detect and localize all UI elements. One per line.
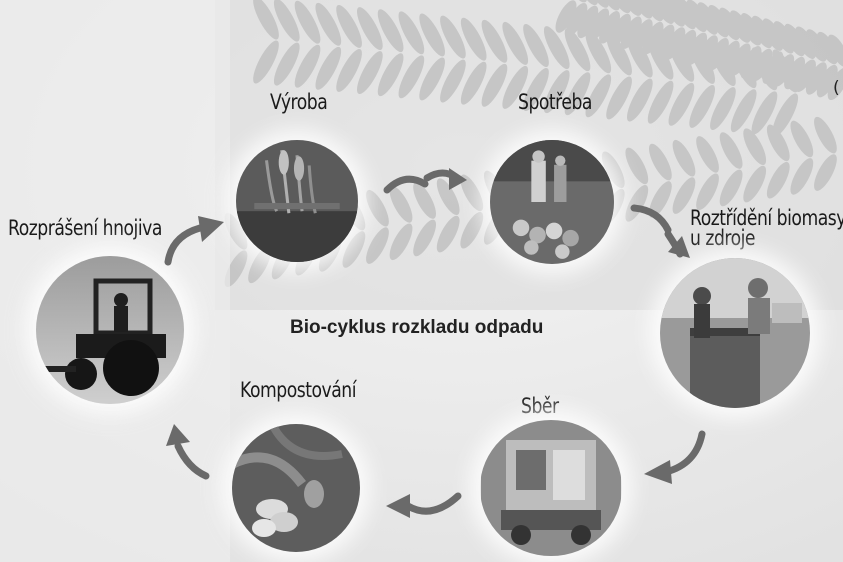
node-label-spotreba: Spotřeba bbox=[518, 92, 592, 113]
composting-photo bbox=[232, 424, 360, 552]
collection-photo bbox=[480, 420, 622, 556]
arrow-spotreba-to-roztrideni-icon bbox=[628, 200, 698, 270]
arrow-sber-to-kompostovani-icon bbox=[380, 484, 464, 526]
arrow-kompostovani-to-rozpraseni-icon bbox=[152, 420, 214, 482]
node-label-rozpraseni: Rozprášení hnojiva bbox=[8, 218, 162, 239]
production-photo bbox=[236, 140, 358, 262]
consumption-photo bbox=[490, 140, 614, 264]
node-label-vyroba: Výroba bbox=[270, 92, 327, 113]
fertilizer-spreading-photo bbox=[36, 256, 184, 404]
arrow-vyroba-to-spotreba-icon bbox=[383, 162, 469, 202]
node-label-sber: Sběr bbox=[521, 396, 559, 417]
node-label-roztrideni-line2: u zdroje bbox=[690, 228, 755, 249]
diagram-title: Bio-cyklus rozkladu odpadu bbox=[290, 317, 543, 339]
corner-fragment-text: ( bbox=[833, 78, 840, 98]
arrow-roztrideni-to-sber-icon bbox=[636, 430, 710, 488]
sorting-photo bbox=[660, 258, 810, 408]
node-label-kompostovani: Kompostování bbox=[240, 380, 356, 401]
arrow-rozpraseni-to-vyroba-icon bbox=[160, 206, 232, 268]
